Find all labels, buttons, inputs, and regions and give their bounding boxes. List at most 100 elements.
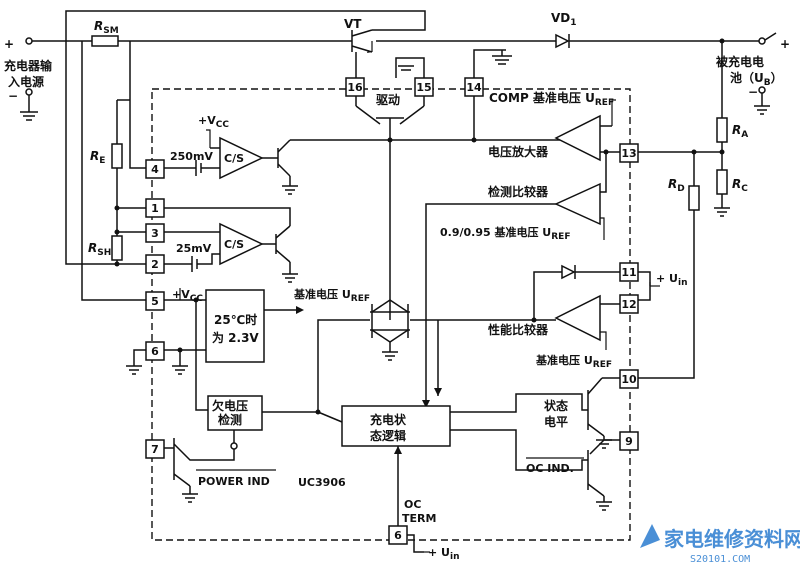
svg-text:基准电压 UREF: 基准电压 UREF bbox=[535, 353, 612, 370]
watermark-logo-icon bbox=[640, 524, 660, 548]
oc-term-line2: TERM bbox=[402, 512, 436, 525]
svg-text:+ Uin: + Uin bbox=[656, 272, 687, 288]
svg-text:0.9/0.95 基准电压 UREF: 0.9/0.95 基准电压 UREF bbox=[440, 225, 570, 242]
pin-7 bbox=[145, 439, 165, 459]
performance-comparator bbox=[554, 294, 601, 342]
battery-close: ） bbox=[771, 70, 783, 85]
r-sm-label: R bbox=[94, 19, 103, 33]
pin-6-octerm-label: 6 bbox=[394, 529, 402, 542]
svg-text:+VCC: +VCC bbox=[198, 114, 229, 130]
svg-text:RE: RE bbox=[90, 149, 105, 166]
r-e-label: R bbox=[90, 149, 99, 163]
watermark-url: S20101.COM bbox=[690, 554, 750, 565]
ref-voltage2-label: 基准电压 U bbox=[535, 353, 593, 367]
pin-3 bbox=[145, 223, 165, 243]
pin-12 bbox=[619, 294, 639, 314]
watermark: 家电维修资料网 S20101.COM bbox=[640, 524, 800, 565]
svg-text:VD1: VD1 bbox=[551, 11, 577, 28]
pin-6-label: 6 bbox=[151, 345, 159, 358]
r-d-sub: D bbox=[677, 184, 684, 194]
comp-ref-label: COMP 基准电压 U bbox=[489, 90, 595, 105]
comp-ref-sub: REF bbox=[595, 98, 614, 108]
battery-label-line1: 被充电电 bbox=[716, 54, 764, 69]
voltage-amplifier bbox=[554, 114, 601, 162]
pin11-diode bbox=[561, 264, 576, 280]
input-plus: + bbox=[4, 37, 14, 51]
watermark-text: 家电维修资料网 bbox=[664, 527, 800, 551]
svg-text:基准电压 UREF: 基准电压 UREF bbox=[293, 287, 370, 304]
power-ind-label: POWER IND bbox=[198, 475, 270, 488]
cs1-label: C/S bbox=[224, 152, 244, 165]
r-e-resistor bbox=[111, 143, 123, 169]
perf-cmp-label: 性能比较器 bbox=[487, 322, 549, 337]
uin-sub: in bbox=[678, 278, 688, 288]
vd1-sub: 1 bbox=[570, 18, 576, 28]
input-terminal bbox=[25, 37, 33, 45]
vcc-top-label: +V bbox=[198, 114, 216, 127]
pin-5 bbox=[145, 291, 165, 311]
pin-3-label: 3 bbox=[151, 227, 159, 240]
state-logic-line1: 充电状 bbox=[370, 412, 407, 427]
r-e-sub: E bbox=[99, 156, 105, 166]
oc-ind-label: OC IND. bbox=[526, 462, 574, 475]
svg-text:RC: RC bbox=[732, 177, 748, 194]
oc-term-line1: OC bbox=[404, 498, 421, 511]
battery-label-line2: 池（U bbox=[730, 70, 764, 85]
vcc-top-sub: CC bbox=[216, 120, 230, 130]
cs2-label: C/S bbox=[224, 238, 244, 251]
r-sm-resistor bbox=[91, 35, 119, 47]
pin-1-label: 1 bbox=[151, 202, 159, 215]
vd1-diode bbox=[555, 33, 570, 49]
pin-5-label: 5 bbox=[151, 295, 159, 308]
input-gnd-terminal bbox=[25, 88, 33, 96]
pin-13-label: 13 bbox=[621, 147, 636, 160]
pin-12-label: 12 bbox=[621, 298, 636, 311]
input-minus: − bbox=[8, 89, 18, 103]
ref-voltage-label: 基准电压 U bbox=[293, 287, 351, 301]
state-level-line2: 电平 bbox=[544, 414, 568, 429]
pin-13 bbox=[619, 143, 639, 163]
uin-label: + U bbox=[656, 272, 678, 285]
charge-state-logic bbox=[341, 405, 451, 447]
uin2-label: + U bbox=[428, 546, 450, 559]
pin-9-label: 9 bbox=[625, 435, 633, 448]
ref-095-sub: REF bbox=[551, 232, 570, 242]
vcc-left-label: +V bbox=[172, 288, 190, 301]
r-sm-sub: SM bbox=[103, 26, 118, 36]
battery-sub: B bbox=[764, 78, 771, 88]
r-sh-resistor bbox=[111, 235, 123, 261]
ref-095-label: 0.9/0.95 基准电压 U bbox=[440, 225, 551, 239]
r-sh-sub: SH bbox=[97, 248, 111, 258]
uvlo-line1: 欠电压 bbox=[212, 398, 248, 413]
temp-reference-box bbox=[205, 289, 265, 363]
r-a-resistor bbox=[716, 117, 728, 143]
cs-amp-1 bbox=[219, 136, 264, 180]
uvlo-box bbox=[207, 395, 263, 431]
vcc-left-sub: CC bbox=[190, 294, 204, 304]
r-c-label: R bbox=[732, 177, 741, 191]
svg-text:+ Uin: + Uin bbox=[428, 546, 459, 562]
svg-text:池（UB）: 池（UB） bbox=[730, 70, 783, 88]
pin-2-label: 2 bbox=[151, 258, 159, 271]
vt-label: VT bbox=[344, 17, 362, 31]
ref-voltage2-sub: REF bbox=[593, 360, 612, 370]
pin-10 bbox=[619, 369, 639, 389]
r-a-sub: A bbox=[741, 130, 748, 140]
pin-16-label: 16 bbox=[347, 81, 363, 94]
svg-text:RSH: RSH bbox=[88, 241, 111, 258]
battery-terminal bbox=[758, 37, 766, 45]
r-a-label: R bbox=[732, 123, 741, 137]
chip-label: UC3906 bbox=[298, 476, 346, 489]
pin-4-label: 4 bbox=[151, 163, 159, 176]
pin-6 bbox=[145, 341, 165, 361]
uvlo-line2: 检测 bbox=[218, 412, 242, 427]
svg-text:RA: RA bbox=[732, 123, 748, 140]
ref-voltage-sub: REF bbox=[351, 294, 370, 304]
pin-11-label: 11 bbox=[621, 266, 636, 279]
battery-minus: − bbox=[748, 85, 758, 99]
battery-plus: + bbox=[780, 37, 790, 51]
r-c-resistor bbox=[716, 169, 728, 195]
cs-amp-2 bbox=[219, 222, 264, 266]
v25-label: 25mV bbox=[176, 242, 212, 255]
